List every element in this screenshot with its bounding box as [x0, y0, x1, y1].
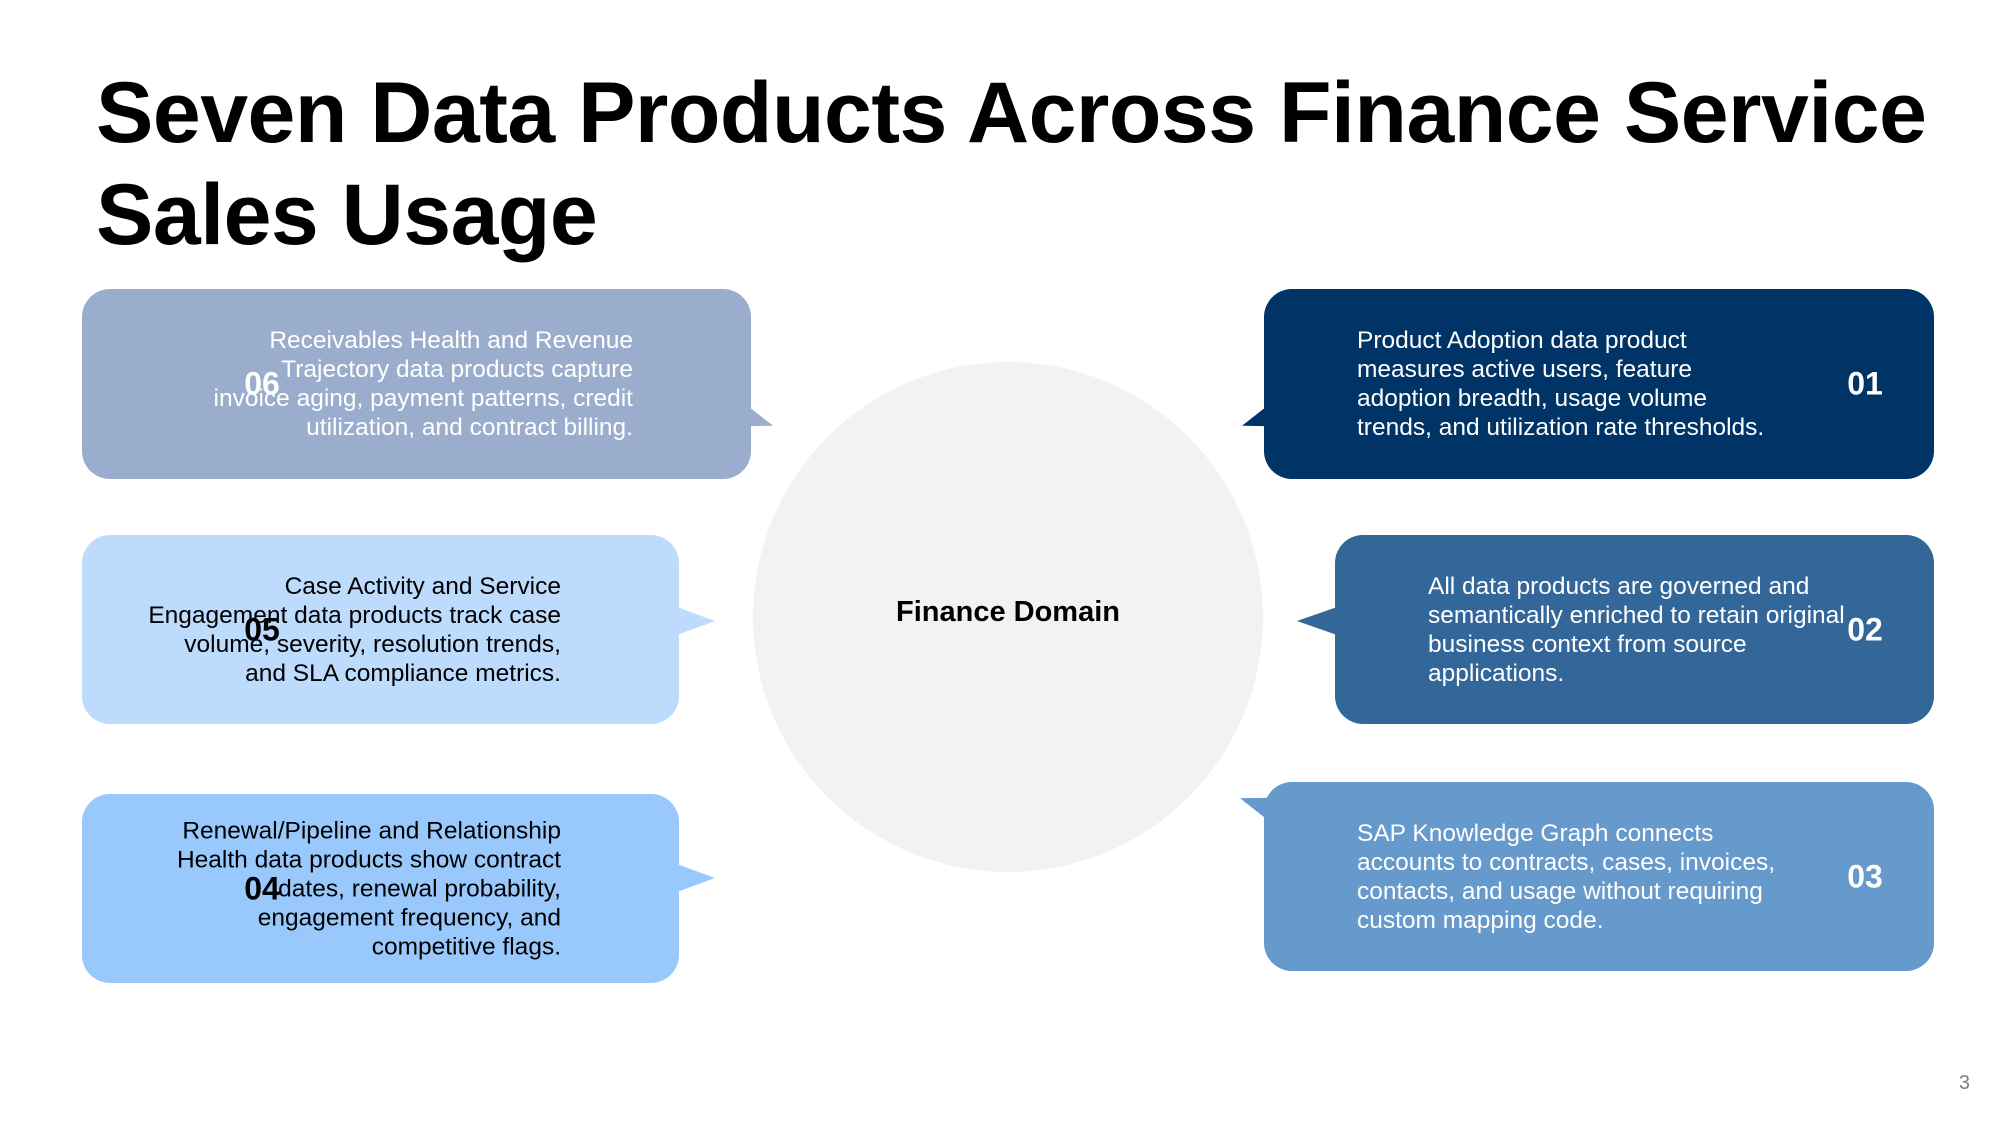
callout-06: 06 Receivables Health and Revenue Trajec…: [82, 289, 773, 479]
callout-03: SAP Knowledge Graph connects accounts to…: [1240, 774, 1934, 971]
callout-number: 06: [244, 365, 280, 402]
callout-pointer: [743, 402, 773, 450]
callout-04: 04 Renewal/Pipeline and Relationship Hea…: [82, 794, 715, 983]
callout-number: 02: [1847, 611, 1883, 647]
callout-number: 05: [244, 611, 280, 647]
callout-pointer: [1242, 402, 1272, 450]
callout-text: Receivables Health and Revenue Trajector…: [213, 327, 633, 441]
callout-number: 03: [1847, 858, 1883, 894]
callout-05: 05 Case Activity and Service Engagement …: [82, 535, 715, 724]
callout-pointer: [677, 864, 715, 892]
slide-title: Seven Data Products Across Finance Servi…: [96, 65, 1927, 263]
callout-pointer: [1240, 774, 1270, 822]
callout-01: Product Adoption data product measures a…: [1242, 289, 1934, 479]
callout-text: SAP Knowledge Graph connects accounts to…: [1357, 819, 1776, 934]
center-circle: [753, 362, 1263, 872]
callout-pointer: [677, 607, 715, 635]
center-label: Finance Domain: [896, 596, 1120, 628]
callout-text: Renewal/Pipeline and Relationship Health…: [176, 817, 561, 960]
callout-pointer: [1297, 607, 1337, 635]
page-number: 3: [1958, 1072, 1970, 1094]
callout-02: All data products are governed and seman…: [1297, 535, 1934, 724]
callout-text: Case Activity and Service Engagement dat…: [148, 572, 561, 687]
callout-number: 01: [1847, 365, 1883, 402]
callout-number: 04: [244, 870, 280, 906]
callout-text: Product Adoption data product measures a…: [1357, 327, 1765, 441]
callout-text: All data products are governed and seman…: [1428, 572, 1845, 687]
